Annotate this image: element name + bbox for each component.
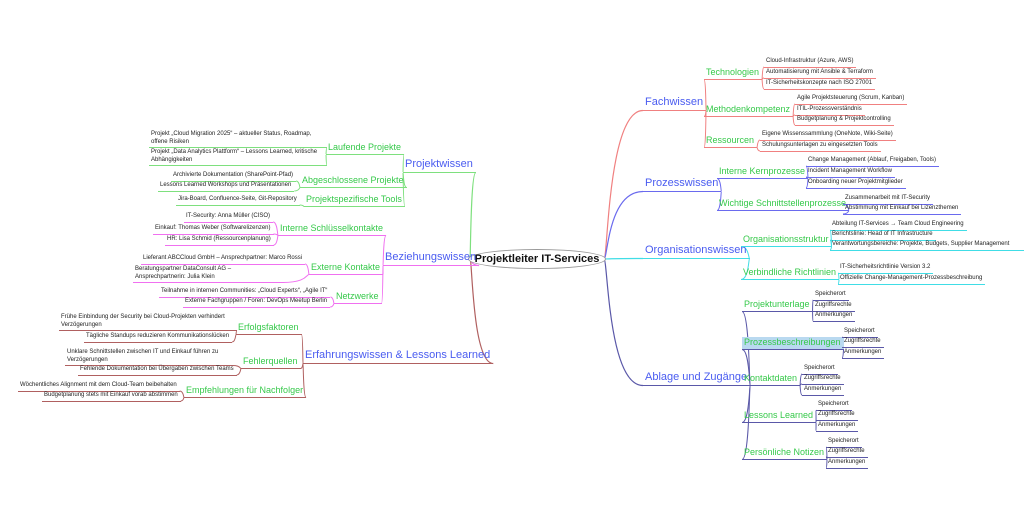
connector-line: [330, 303, 335, 308]
central-topic[interactable]: Projektleiter IT-Services: [468, 249, 606, 269]
leaf-unklare-schnittstellen-zwischen-it-und-e[interactable]: Unklare Schnittstellen zwischen IT und E…: [65, 349, 233, 366]
topic-erfolgsfaktoren[interactable]: Erfolgsfaktoren: [236, 322, 302, 335]
leaf-speicherort[interactable]: Speicherort: [816, 401, 852, 411]
leaf-externe-fachgruppen-foren-devops-meetup-[interactable]: Externe Fachgruppen / Foren: DevOps Meet…: [183, 298, 331, 308]
branch-projektwissen[interactable]: Projektwissen: [403, 158, 476, 173]
connector-line: [300, 363, 304, 369]
leaf-zugriffsrechte[interactable]: Zugriffsrechte: [813, 302, 855, 312]
topic-fehlerquellen[interactable]: Fehlerquellen: [241, 356, 301, 369]
topic-netzwerke[interactable]: Netzwerke: [334, 291, 382, 304]
leaf-projekt-data-analytics-plattform-lessons[interactable]: Projekt „Data Analytics Plattform“ – Les…: [149, 149, 327, 166]
leaf-projekt-cloud-migration-2025-aktueller-s[interactable]: Projekt „Cloud Migration 2025“ – aktuell…: [149, 131, 327, 148]
leaf-anmerkungen[interactable]: Anmerkungen: [816, 422, 859, 432]
leaf-budgetplanung-stets-mit-einkauf-vorab-ab[interactable]: Budgetplanung stets mit Einkauf vorab ab…: [42, 392, 181, 402]
leaf-ta-gliche-standups-reduzieren-kommunikat[interactable]: Tägliche Standups reduzieren Kommunikati…: [84, 333, 233, 343]
leaf-automatisierung-mit-ansible-terraform[interactable]: Automatisierung mit Ansible & Terraform: [764, 69, 876, 79]
leaf-jira-board-confluence-seite-git-reposito[interactable]: Jira-Board, Confluence-Seite, Git-Reposi…: [176, 196, 300, 206]
leaf-anmerkungen[interactable]: Anmerkungen: [826, 459, 869, 469]
leaf-itil-prozessversta-ndnis[interactable]: ITIL-Prozessverständnis: [795, 106, 865, 116]
topic-verbindliche-richtlinien[interactable]: Verbindliche Richtlinien: [741, 267, 840, 280]
leaf-eigene-wissenssammlung-onenote-wiki-seit[interactable]: Eigene Wissenssammlung (OneNote, Wiki-Se…: [760, 131, 896, 141]
leaf-teilnahme-in-internen-communities-cloud-[interactable]: Teilnahme in internen Communities: „Clou…: [159, 288, 331, 298]
leaf-zugriffsrechte[interactable]: Zugriffsrechte: [816, 411, 858, 421]
topic-perso-nliche-notizen[interactable]: Persönliche Notizen: [742, 447, 828, 460]
connector-line: [603, 190, 644, 260]
leaf-hr-lisa-schmid-ressourcenplanung[interactable]: HR: Lisa Schmid (Ressourcenplanung): [165, 236, 274, 246]
leaf-speicherort[interactable]: Speicherort: [802, 365, 838, 375]
leaf-zugriffsrechte[interactable]: Zugriffsrechte: [802, 375, 844, 385]
branch-organisationswissen[interactable]: Organisationswissen: [643, 244, 750, 259]
leaf-speicherort[interactable]: Speicherort: [826, 438, 862, 448]
connector-line: [469, 171, 477, 260]
leaf-cloud-infrastruktur-azure-aws[interactable]: Cloud-Infrastruktur (Azure, AWS): [764, 58, 857, 68]
leaf-onboarding-neuer-projektmitglieder[interactable]: Onboarding neuer Projektmitglieder: [806, 179, 906, 189]
topic-kontaktdaten[interactable]: Kontaktdaten: [742, 373, 801, 386]
leaf-change-management-ablauf-freigaben-tools[interactable]: Change Management (Ablauf, Freigaben, To…: [806, 157, 939, 167]
topic-laufende-projekte[interactable]: Laufende Projekte: [326, 142, 405, 155]
topic-wichtige-schnittstellenprozesse[interactable]: Wichtige Schnittstellenprozesse: [717, 198, 850, 211]
branch-fachwissen[interactable]: Fachwissen: [643, 96, 707, 111]
leaf-zugriffsrechte[interactable]: Zugriffsrechte: [842, 338, 884, 348]
connector-line: [603, 258, 644, 387]
leaf-budgetplanung-projektcontrolling[interactable]: Budgetplanung & Projektcontrolling: [795, 116, 894, 126]
leaf-lieferant-abccloud-gmbh-ansprechpartner-[interactable]: Lieferant ABCCloud GmbH – Ansprechpartne…: [141, 255, 306, 265]
connector-line: [273, 235, 279, 246]
leaf-berichtslinie-head-of-it-infrastructure[interactable]: Berichtslinie: Head of IT Infrastructure: [830, 231, 936, 241]
topic-interne-schlu-sselkontakte[interactable]: Interne Schlüsselkontakte: [278, 223, 387, 236]
branch-beziehungswissen[interactable]: Beziehungswissen: [383, 251, 480, 266]
connector-line: [469, 258, 494, 365]
connector-line: [294, 187, 301, 192]
leaf-offizielle-change-management-prozessbesc[interactable]: Offizielle Change-Management-Prozessbesc…: [838, 275, 986, 285]
leaf-beratungspartner-dataconsult-ag-ansprech[interactable]: Beratungspartner DataConsult AG – Anspre…: [133, 266, 283, 283]
leaf-speicherort[interactable]: Speicherort: [842, 328, 878, 338]
connector-line: [231, 334, 237, 343]
leaf-agile-projektsteuerung-scrum-kanban[interactable]: Agile Projektsteuerung (Scrum, Kanban): [795, 95, 908, 105]
leaf-einkauf-thomas-weber-softwarelizenzen[interactable]: Einkauf: Thomas Weber (Softwarelizenzen): [153, 225, 274, 235]
leaf-anmerkungen[interactable]: Anmerkungen: [802, 386, 845, 396]
leaf-verantwortungsbereiche-projekte-budgets-[interactable]: Verantwortungsbereiche: Projekte, Budget…: [830, 241, 1024, 251]
leaf-lessons-learned-workshops-und-pra-sentat[interactable]: Lessons Learned Workshops und Präsentati…: [158, 182, 295, 192]
topic-projektunterlage[interactable]: Projektunterlage: [742, 299, 813, 312]
branch-erfahrungswissen-lessons-learned[interactable]: Erfahrungswissen & Lessons Learned: [303, 349, 494, 364]
leaf-schulungsunterlagen-zu-eingesetzten-tool[interactable]: Schulungsunterlagen zu eingesetzten Tool…: [760, 142, 881, 152]
topic-externe-kontakte[interactable]: Externe Kontakte: [309, 262, 384, 275]
connector-line: [603, 257, 644, 260]
connector-line: [282, 274, 310, 283]
connector-line: [180, 397, 185, 402]
leaf-it-sicherheitsrichtlinie-version-3-2[interactable]: IT-Sicherheitsrichtlinie Version 3.2: [838, 264, 934, 274]
leaf-zusammenarbeit-mit-it-security[interactable]: Zusammenarbeit mit IT-Security: [843, 195, 934, 205]
topic-prozessbeschreibungen[interactable]: Prozessbeschreibungen: [742, 337, 844, 350]
leaf-zugriffsrechte[interactable]: Zugriffsrechte: [826, 448, 868, 458]
topic-technologien[interactable]: Technologien: [704, 67, 763, 80]
leaf-speicherort[interactable]: Speicherort: [813, 291, 849, 301]
leaf-abstimmung-mit-einkauf-bei-lizenzthemen[interactable]: Abstimmung mit Einkauf bei Lizenzthemen: [843, 205, 962, 215]
connector-line: [603, 109, 644, 260]
connector-line: [236, 368, 242, 376]
topic-organisationsstruktur[interactable]: Organisationsstruktur: [741, 234, 832, 247]
leaf-fehlende-dokumentation-bei-u-bergaben-zw[interactable]: Fehlende Dokumentation bei Übergaben zwi…: [78, 366, 237, 376]
topic-lessons-learned[interactable]: Lessons Learned: [742, 410, 817, 423]
topic-interne-kernprozesse[interactable]: Interne Kernprozesse: [717, 166, 809, 179]
leaf-it-sicherheitskonzepte-nach-iso-27001[interactable]: IT-Sicherheitskonzepte nach ISO 27001: [764, 80, 876, 90]
topic-abgeschlossene-projekte[interactable]: Abgeschlossene Projekte: [300, 175, 407, 188]
topic-methodenkompetenz[interactable]: Methodenkompetenz: [704, 104, 794, 117]
leaf-anmerkungen[interactable]: Anmerkungen: [813, 312, 856, 322]
leaf-abteilung-it-services-team-cloud-enginee[interactable]: Abteilung IT-Services → Team Cloud Engin…: [830, 221, 967, 231]
topic-ressourcen[interactable]: Ressourcen: [704, 135, 758, 148]
leaf-incident-management-workflow[interactable]: Incident Management Workflow: [806, 168, 895, 178]
topic-projektspezifische-tools[interactable]: Projektspezifische Tools: [304, 194, 405, 207]
leaf-archivierte-dokumentation-sharepoint-pfa[interactable]: Archivierte Dokumentation (SharePoint-Pf…: [171, 172, 297, 182]
leaf-it-security-anna-mu-ller-ciso[interactable]: IT-Security: Anna Müller (CISO): [184, 213, 274, 223]
branch-ablage-und-zuga-nge[interactable]: Ablage und Zugänge: [643, 371, 751, 386]
leaf-wo-chentliches-alignment-mit-dem-cloud-t[interactable]: Wöchentliches Alignment mit dem Cloud-Te…: [18, 382, 180, 392]
branch-prozesswissen[interactable]: Prozesswissen: [643, 177, 722, 192]
topic-empfehlungen-fu-r-nachfolger[interactable]: Empfehlungen für Nachfolger: [184, 385, 307, 398]
leaf-fru-he-einbindung-der-security-bei-cloud[interactable]: Frühe Einbindung der Security bei Cloud-…: [59, 314, 237, 331]
leaf-anmerkungen[interactable]: Anmerkungen: [842, 349, 885, 359]
